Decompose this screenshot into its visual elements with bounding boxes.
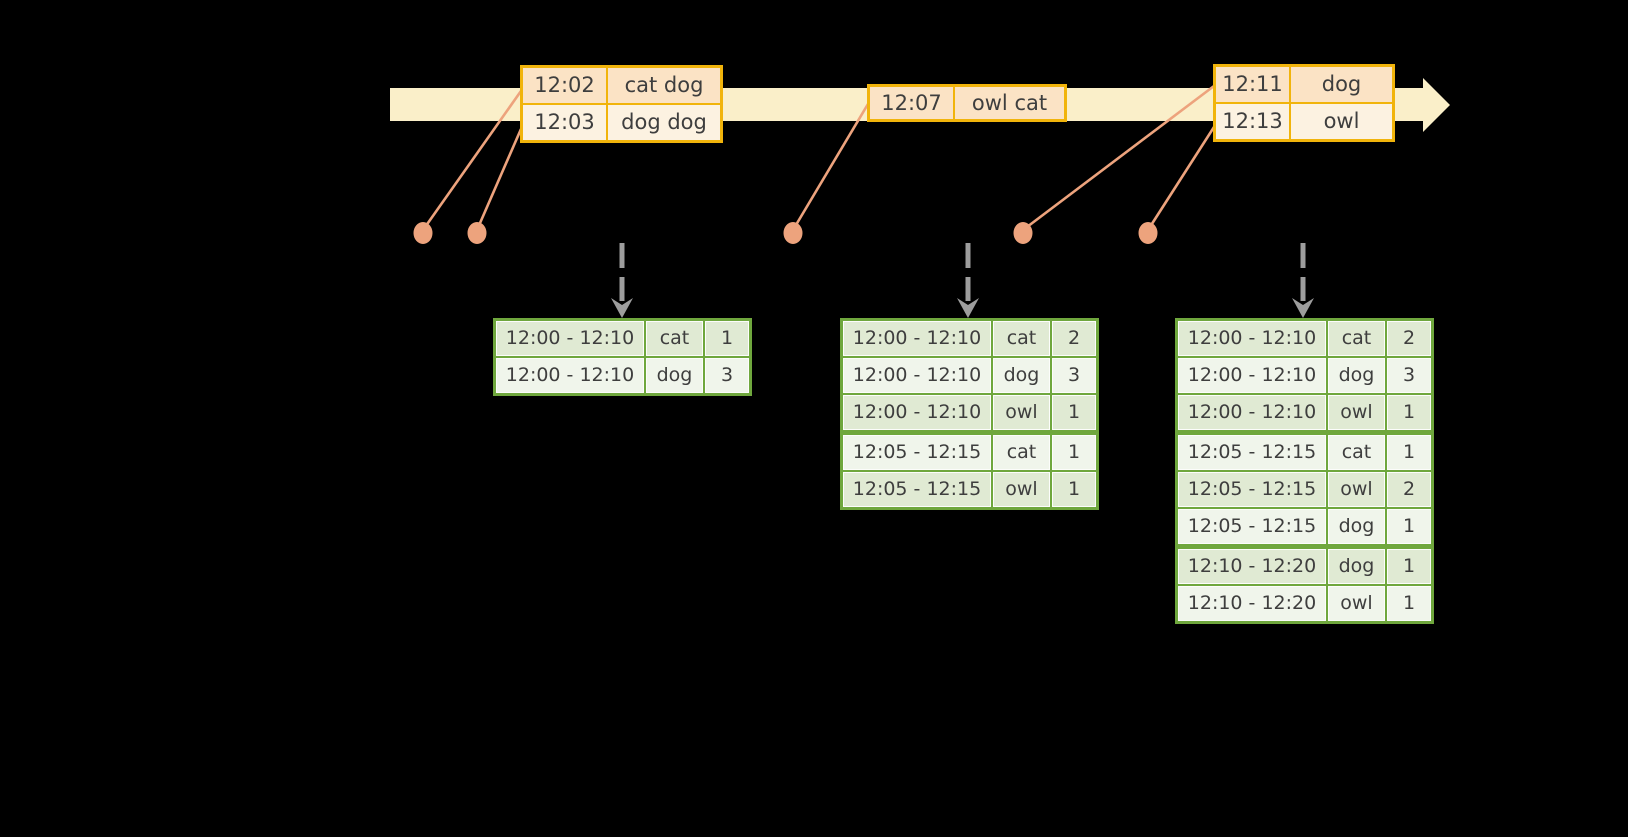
word-cell: dog xyxy=(1328,509,1385,544)
word-cell: owl xyxy=(1328,395,1385,430)
window-cell: 12:05 - 12:15 xyxy=(843,435,991,470)
count-cell: 2 xyxy=(1387,321,1431,356)
count-cell: 1 xyxy=(1052,435,1096,470)
word-cell: cat xyxy=(1328,435,1385,470)
count-cell: 2 xyxy=(1052,321,1096,356)
word-cell: cat xyxy=(646,321,703,356)
result-row: 12:05 - 12:15 owl 1 xyxy=(843,472,1096,507)
timeline-arrowhead-icon xyxy=(1423,78,1450,132)
event-time-cell: 12:13 xyxy=(1216,104,1289,139)
window-cell: 12:05 - 12:15 xyxy=(1178,509,1326,544)
event-dot-icon xyxy=(413,222,433,244)
window-cell: 12:10 - 12:20 xyxy=(1178,549,1326,584)
event-time-cell: 12:11 xyxy=(1216,67,1289,102)
event-words-cell: cat dog xyxy=(608,68,720,103)
result-table-2: 12:00 - 12:10 cat 2 12:00 - 12:10 dog 3 … xyxy=(840,318,1099,510)
window-cell: 12:05 - 12:15 xyxy=(1178,472,1326,507)
window-cell: 12:00 - 12:10 xyxy=(843,358,991,393)
count-cell: 1 xyxy=(1387,586,1431,621)
count-cell: 1 xyxy=(1052,472,1096,507)
count-cell: 3 xyxy=(705,358,749,393)
count-cell: 1 xyxy=(705,321,749,356)
window-cell: 12:00 - 12:10 xyxy=(1178,395,1326,430)
event-connector-line xyxy=(475,128,523,231)
result-row: 12:00 - 12:10 dog 3 xyxy=(1178,358,1431,393)
result-row: 12:00 - 12:10 owl 1 xyxy=(1178,395,1431,430)
input-event-table-3: 12:11 dog 12:13 owl xyxy=(1213,64,1395,142)
word-cell: cat xyxy=(993,435,1050,470)
event-row: 12:07 owl cat xyxy=(870,87,1064,119)
window-cell: 12:00 - 12:10 xyxy=(1178,358,1326,393)
result-row: 12:10 - 12:20 owl 1 xyxy=(1178,586,1431,621)
result-row: 12:00 - 12:10 cat 1 xyxy=(496,321,749,356)
result-row: 12:05 - 12:15 cat 1 xyxy=(1178,435,1431,470)
event-words-cell: owl cat xyxy=(955,87,1064,119)
word-cell: dog xyxy=(1328,549,1385,584)
result-row: 12:05 - 12:15 dog 1 xyxy=(1178,509,1431,544)
word-cell: dog xyxy=(993,358,1050,393)
word-cell: owl xyxy=(1328,586,1385,621)
count-cell: 1 xyxy=(1387,435,1431,470)
trigger-arrow-icon xyxy=(957,243,979,318)
result-row: 12:05 - 12:15 cat 1 xyxy=(843,435,1096,470)
word-cell: owl xyxy=(993,472,1050,507)
word-cell: owl xyxy=(993,395,1050,430)
window-cell: 12:00 - 12:10 xyxy=(843,395,991,430)
window-cell: 12:05 - 12:15 xyxy=(843,472,991,507)
count-cell: 2 xyxy=(1387,472,1431,507)
event-connector-line xyxy=(791,103,870,231)
word-cell: owl xyxy=(1328,472,1385,507)
event-words-cell: dog xyxy=(1291,67,1392,102)
event-words-cell: dog dog xyxy=(608,105,720,140)
input-event-table-1: 12:02 cat dog 12:03 dog dog xyxy=(520,65,723,143)
event-row: 12:11 dog xyxy=(1216,67,1392,102)
trigger-arrow-icon xyxy=(1292,243,1314,318)
trigger-arrow-icon xyxy=(611,243,633,318)
window-cell: 12:00 - 12:10 xyxy=(496,321,644,356)
event-connector-line xyxy=(1146,126,1216,231)
event-dots xyxy=(413,222,1158,244)
input-event-table-2: 12:07 owl cat xyxy=(867,84,1067,122)
event-row: 12:02 cat dog xyxy=(523,68,720,103)
result-row: 12:00 - 12:10 dog 3 xyxy=(843,358,1096,393)
window-cell: 12:00 - 12:10 xyxy=(843,321,991,356)
event-dot-icon xyxy=(1138,222,1158,244)
count-cell: 3 xyxy=(1052,358,1096,393)
count-cell: 1 xyxy=(1387,395,1431,430)
word-cell: cat xyxy=(1328,321,1385,356)
result-row: 12:00 - 12:10 cat 2 xyxy=(843,321,1096,356)
result-row: 12:05 - 12:15 owl 2 xyxy=(1178,472,1431,507)
word-cell: cat xyxy=(993,321,1050,356)
result-table-1: 12:00 - 12:10 cat 1 12:00 - 12:10 dog 3 xyxy=(493,318,752,396)
window-cell: 12:05 - 12:15 xyxy=(1178,435,1326,470)
event-time-cell: 12:02 xyxy=(523,68,606,103)
result-row: 12:00 - 12:10 owl 1 xyxy=(843,395,1096,430)
word-cell: dog xyxy=(646,358,703,393)
event-words-cell: owl xyxy=(1291,104,1392,139)
count-cell: 1 xyxy=(1052,395,1096,430)
event-dot-icon xyxy=(467,222,487,244)
word-cell: dog xyxy=(1328,358,1385,393)
result-table-3: 12:00 - 12:10 cat 2 12:00 - 12:10 dog 3 … xyxy=(1175,318,1434,624)
event-time-cell: 12:03 xyxy=(523,105,606,140)
event-row: 12:13 owl xyxy=(1216,104,1392,139)
window-cell: 12:00 - 12:10 xyxy=(1178,321,1326,356)
count-cell: 3 xyxy=(1387,358,1431,393)
count-cell: 1 xyxy=(1387,549,1431,584)
event-dot-icon xyxy=(783,222,803,244)
window-cell: 12:10 - 12:20 xyxy=(1178,586,1326,621)
result-row: 12:00 - 12:10 cat 2 xyxy=(1178,321,1431,356)
result-row: 12:00 - 12:10 dog 3 xyxy=(496,358,749,393)
event-row: 12:03 dog dog xyxy=(523,105,720,140)
event-dot-icon xyxy=(1013,222,1033,244)
window-cell: 12:00 - 12:10 xyxy=(496,358,644,393)
result-row: 12:10 - 12:20 dog 1 xyxy=(1178,549,1431,584)
event-time-cell: 12:07 xyxy=(870,87,953,119)
count-cell: 1 xyxy=(1387,509,1431,544)
